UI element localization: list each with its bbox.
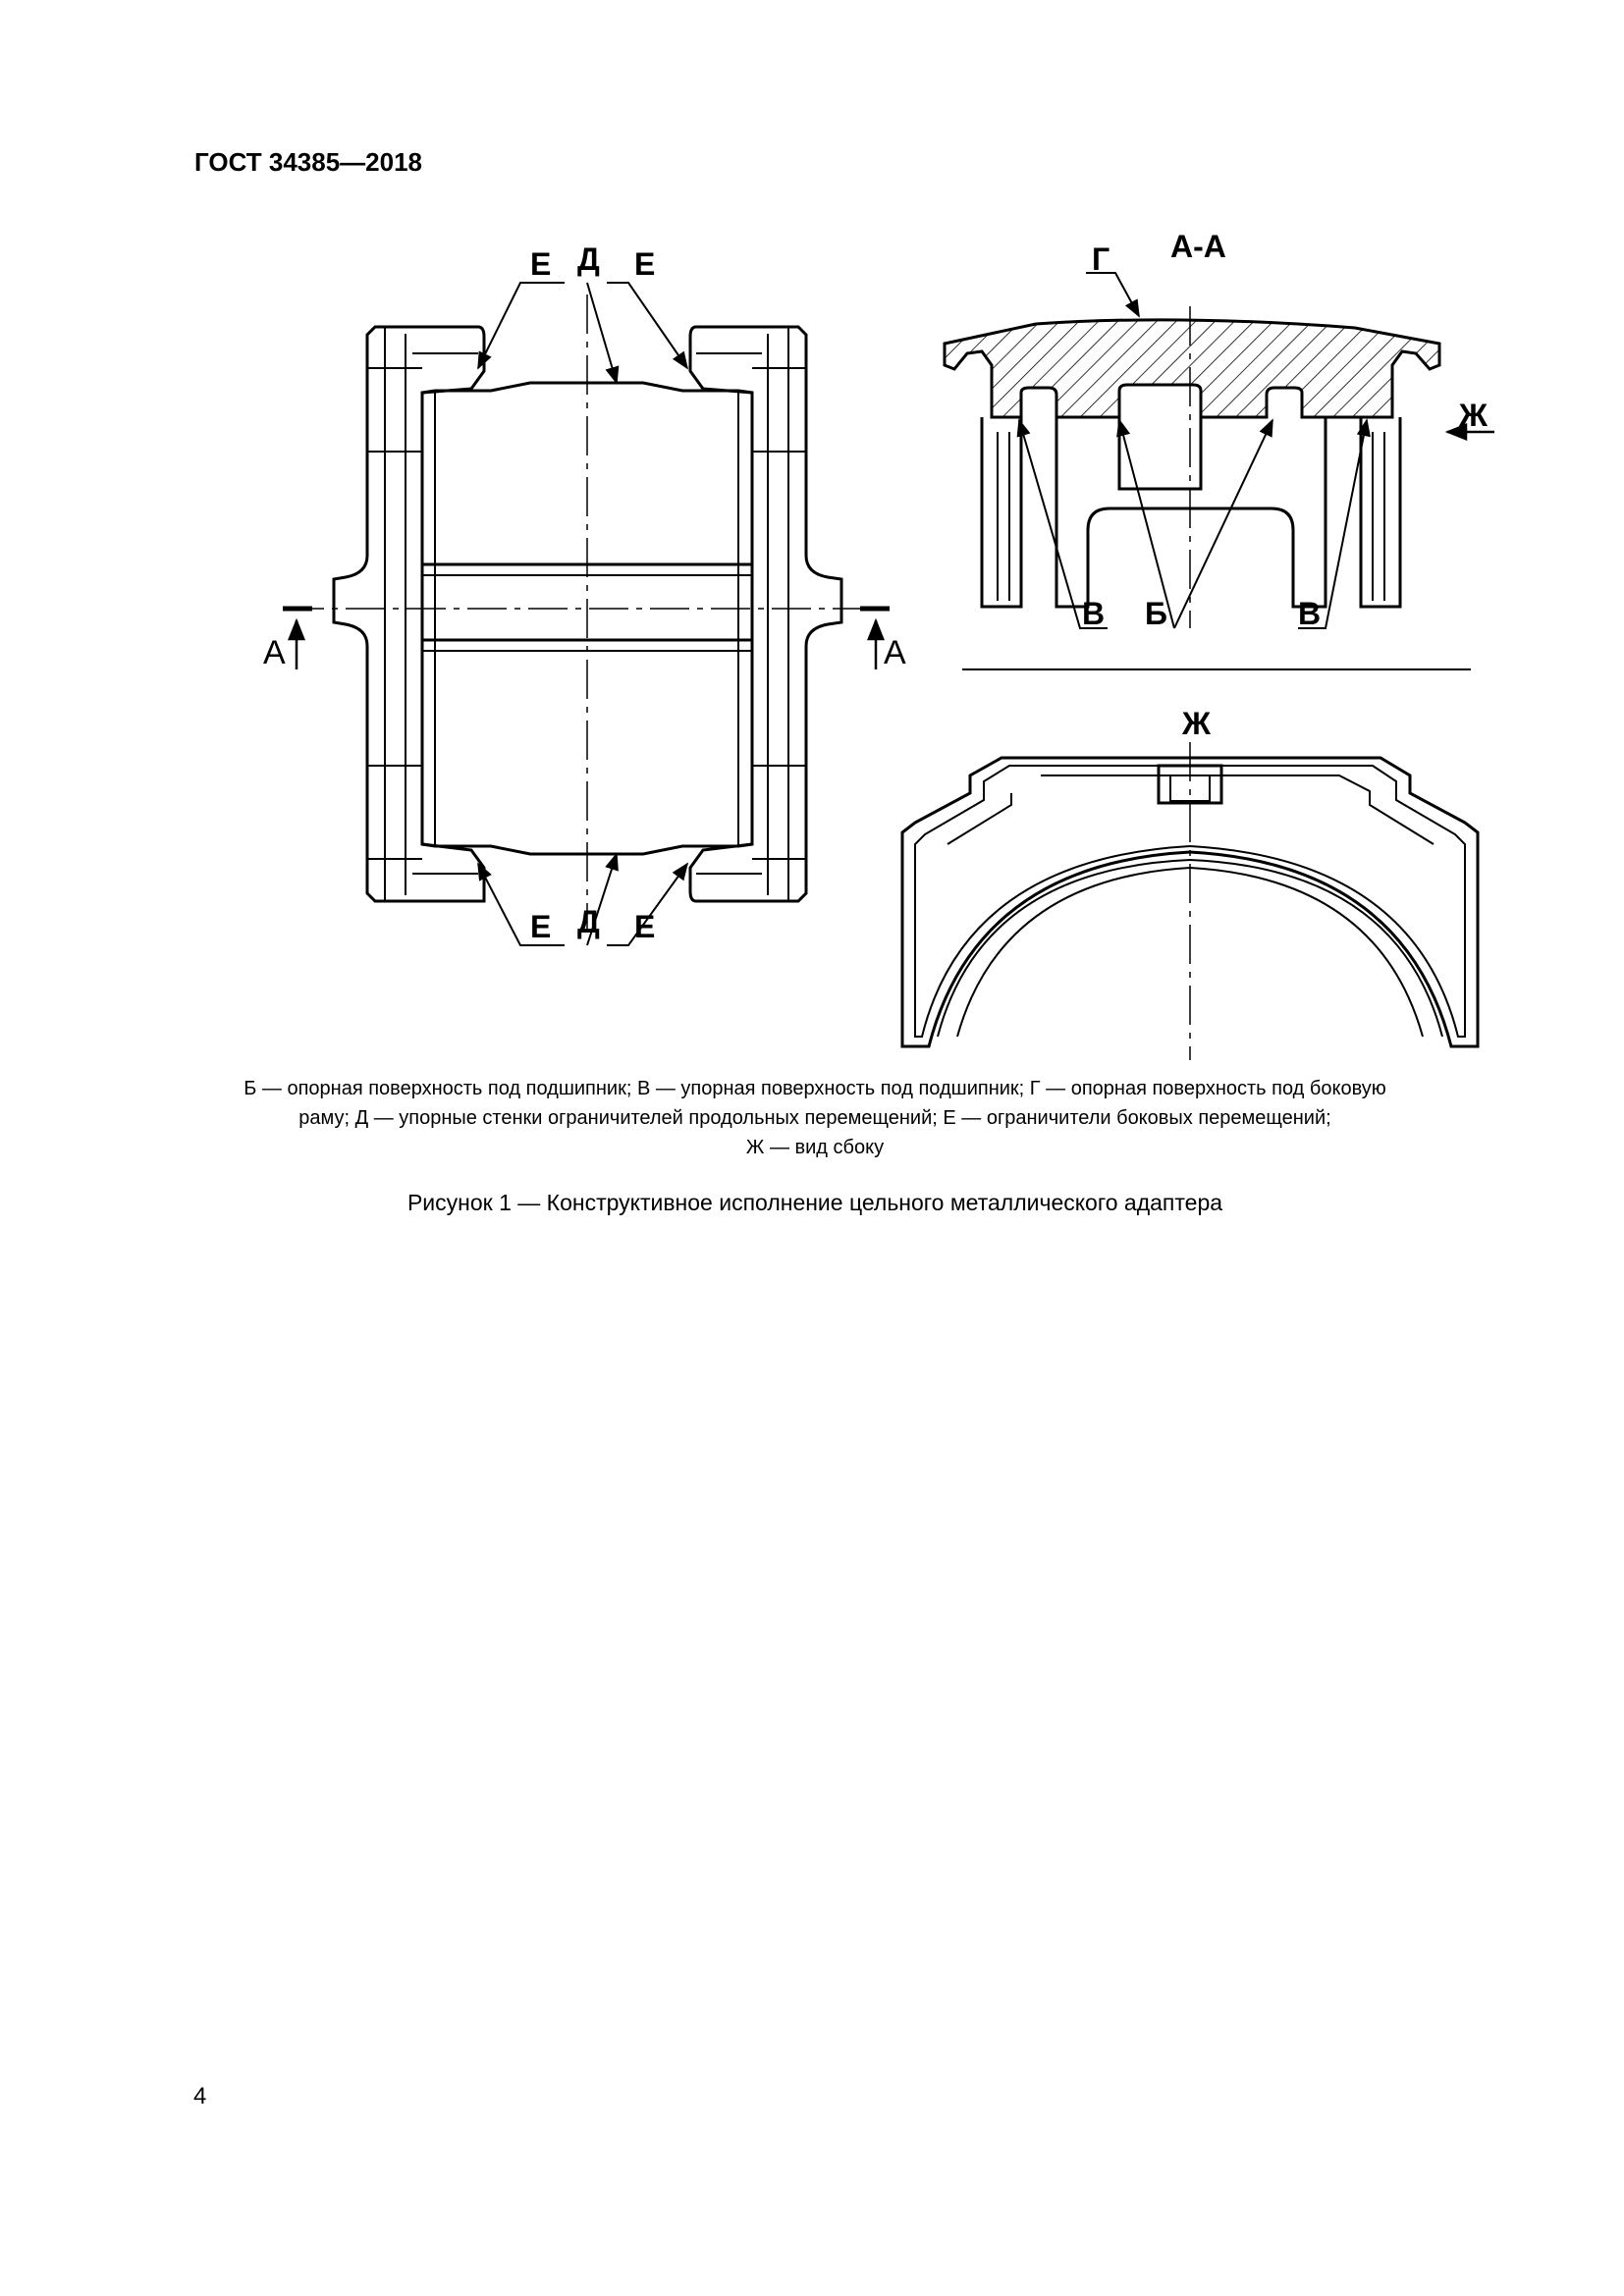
section-marker-left (283, 606, 312, 669)
section-marker-right (860, 606, 890, 669)
legend-line-1: Б — опорная поверхность под подшипник; В… (244, 1078, 1386, 1099)
section-view (943, 306, 1441, 628)
label-v-left: В (1082, 596, 1105, 631)
label-a-left: А (263, 634, 286, 671)
adapter-drawing: А А Е Д Е Е Д Е А-А (263, 229, 1494, 1060)
label-e-bottom-right: Е (634, 909, 655, 944)
section-title: А-А (1170, 229, 1226, 264)
label-e-bottom-left: Е (530, 909, 551, 944)
label-g: Г (1092, 241, 1110, 277)
label-zh-arrow: Ж (1458, 398, 1489, 433)
document-code: ГОСТ 34385—2018 (194, 147, 422, 177)
legend-line-2: раму; Д — упорные стенки ограничителей п… (298, 1107, 1331, 1129)
side-view-title: Ж (1181, 706, 1212, 741)
figure-legend: Б — опорная поверхность под подшипник; В… (196, 1074, 1434, 1162)
label-e-top-right: Е (634, 246, 655, 282)
section-leaders (1016, 272, 1494, 629)
label-b: Б (1145, 596, 1167, 631)
legend-line-3: Ж — вид сбоку (745, 1137, 885, 1158)
side-view (900, 742, 1480, 1060)
label-d-bottom: Д (577, 904, 600, 939)
label-v-right: В (1298, 596, 1321, 631)
label-d-top: Д (577, 241, 600, 277)
label-a-right: А (884, 634, 906, 671)
plan-leaders (477, 282, 689, 946)
label-e-top-left: Е (530, 246, 551, 282)
page-number: 4 (193, 2083, 207, 2109)
figure-title: Рисунок 1 — Конструктивное исполнение це… (406, 1190, 1223, 1215)
plan-view (285, 294, 893, 933)
